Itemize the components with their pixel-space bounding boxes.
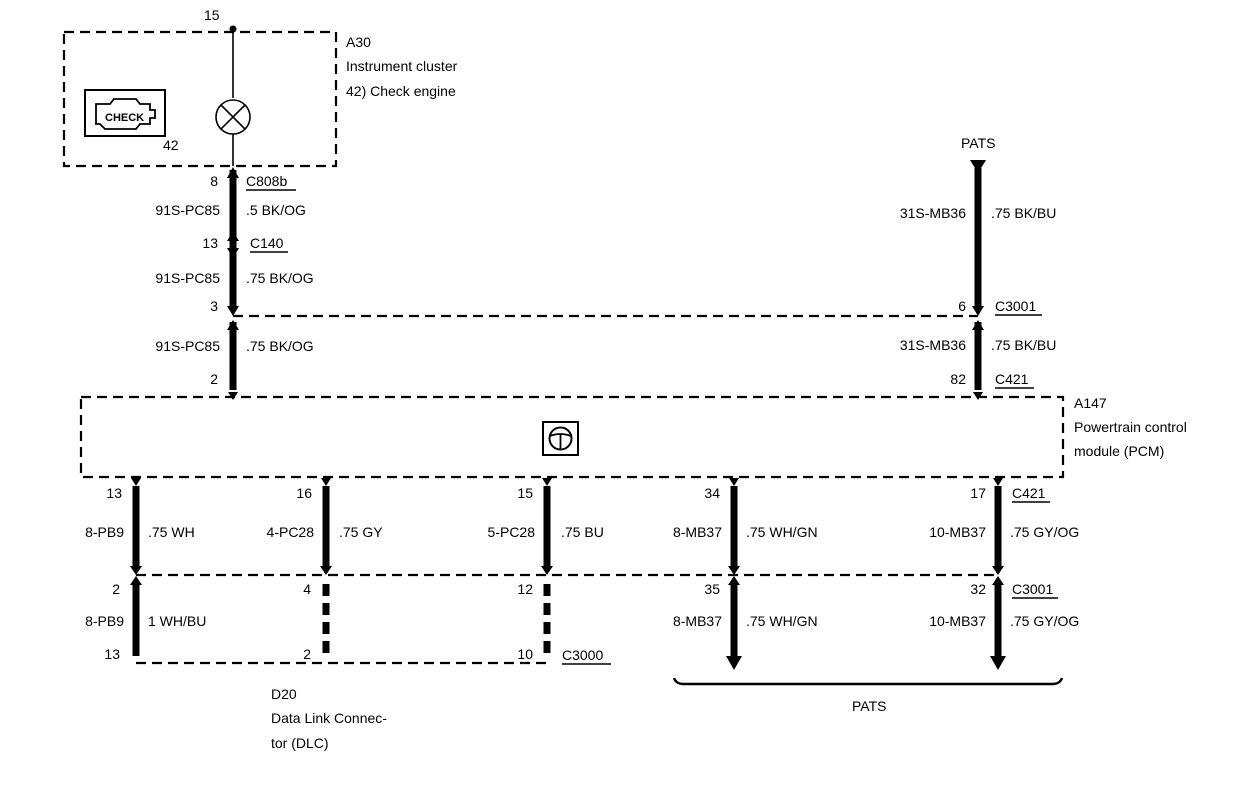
lamp-bulb-icon	[215, 99, 251, 135]
conn-c808b: C808b	[246, 173, 287, 189]
cluster-ref: A30	[346, 34, 371, 50]
dlc-ref: D20	[271, 686, 297, 702]
right-seg1-circuit: 31S-MB36	[900, 205, 966, 221]
w5-circuit2: 10-MB37	[929, 613, 986, 629]
w4-circuit2: 8-MB37	[673, 613, 722, 629]
pcm-name-line1: Powertrain control	[1074, 419, 1187, 435]
w4-pcm-pin: 34	[704, 485, 720, 501]
pats-top-arrow	[970, 160, 986, 173]
w5-c3001-pin: 32	[970, 581, 986, 597]
bottom-wire-1: 13 8-PB9 .75 WH 2 8-PB9 1 WH/BU 13	[85, 478, 206, 662]
w4-gauge2: .75 WH/GN	[746, 613, 818, 629]
pats-bottom-label: PATS	[852, 698, 887, 714]
left-seg1-gauge: .5 BK/OG	[246, 202, 306, 218]
pats-top-label: PATS	[961, 135, 996, 151]
w5-conn-c421: C421	[1012, 485, 1046, 501]
dlc-name-line1: Data Link Connec-	[271, 710, 387, 726]
w1-gauge2: 1 WH/BU	[148, 613, 206, 629]
steering-wheel-icon	[542, 421, 579, 456]
right-seg2-circuit: 31S-MB36	[900, 337, 966, 353]
w5-conn-c3001: C3001	[1012, 581, 1053, 597]
pcm-name-line2: module (PCM)	[1074, 443, 1164, 459]
w3-circuit: 5-PC28	[488, 524, 536, 540]
conn-c3001-right: C3001	[995, 298, 1036, 314]
check-engine-icon-text: CHECK	[105, 112, 144, 124]
instrument-cluster-box	[62, 30, 338, 168]
conn-c140: C140	[250, 235, 284, 251]
w2-circuit: 4-PC28	[267, 524, 315, 540]
pin-c421-right: 82	[950, 371, 966, 387]
w2-dlc-pin: 2	[303, 646, 311, 662]
right-wire: PATS 31S-MB36 .75 BK/BU 6 C3001 31S-MB36…	[900, 135, 1056, 400]
instrument-cluster-module: 15 42 CHECK A30 Instrument cluster 42) C…	[62, 7, 458, 168]
w1-c3001-pin: 2	[112, 581, 120, 597]
pcm-module: A147 Powertrain control module (PCM)	[79, 395, 1187, 479]
pats-bottom-bracket: PATS	[672, 677, 1064, 714]
left-seg1-circuit: 91S-PC85	[155, 202, 220, 218]
cluster-top-pin: 15	[204, 7, 220, 23]
lamp-pin-label: 42	[163, 137, 179, 153]
w1-dlc-pin: 13	[104, 646, 120, 662]
w3-pcm-pin: 15	[517, 485, 533, 501]
w2-c3001-pin: 4	[303, 581, 311, 597]
left-seg2-circuit: 91S-PC85	[155, 270, 220, 286]
left-seg2-gauge: .75 BK/OG	[246, 270, 314, 286]
w5-circuit: 10-MB37	[929, 524, 986, 540]
pin-c808b: 8	[210, 173, 218, 189]
left-wire: 8 C808b 91S-PC85 .5 BK/OG 13 C140 91S-PC…	[155, 167, 314, 400]
w5-gauge: .75 GY/OG	[1010, 524, 1079, 540]
conn-c3000: C3000	[562, 647, 603, 663]
dlc-label: D20 Data Link Connec- tor (DLC)	[271, 686, 387, 751]
w4-pats-arrow	[726, 656, 742, 670]
w1-circuit: 8-PB9	[85, 524, 124, 540]
cluster-name: Instrument cluster	[346, 58, 458, 74]
bottom-wire-2: 16 4-PC28 .75 GY 4 2	[267, 478, 383, 662]
dlc-name-line2: tor (DLC)	[271, 735, 329, 751]
w5-pcm-pin: 17	[970, 485, 986, 501]
pin-c3001-left: 3	[210, 298, 218, 314]
w1-pcm-pin: 13	[106, 485, 122, 501]
w3-dlc-pin: 10	[517, 646, 533, 662]
pin-pcm-left: 2	[210, 371, 218, 387]
w5-pats-arrow	[990, 656, 1006, 670]
pcm-box	[79, 395, 1065, 479]
right-seg1-gauge: .75 BK/BU	[991, 205, 1056, 221]
w4-circuit: 8-MB37	[673, 524, 722, 540]
w1-gauge: .75 WH	[148, 524, 195, 540]
pin-c3001-right: 6	[958, 298, 966, 314]
bottom-wire-3: 15 5-PC28 .75 BU 12 10 C3000	[488, 478, 611, 665]
w1-circuit2: 8-PB9	[85, 613, 124, 629]
pin-c140: 13	[202, 235, 218, 251]
w3-c3001-pin: 12	[517, 581, 533, 597]
check-engine-icon: CHECK	[84, 89, 166, 137]
left-seg3-gauge: .75 BK/OG	[246, 338, 314, 354]
w2-gauge: .75 GY	[339, 524, 383, 540]
left-seg3-circuit: 91S-PC85	[155, 338, 220, 354]
pcm-ref: A147	[1074, 395, 1107, 411]
bottom-wire-4: 34 8-MB37 .75 WH/GN 35 8-MB37 .75 WH/GN	[673, 478, 818, 670]
w3-gauge: .75 BU	[561, 524, 604, 540]
right-seg2-gauge: .75 BK/BU	[991, 337, 1056, 353]
cluster-sub: 42) Check engine	[346, 83, 456, 99]
w4-gauge: .75 WH/GN	[746, 524, 818, 540]
w2-pcm-pin: 16	[296, 485, 312, 501]
bottom-wire-5: 17 C421 10-MB37 .75 GY/OG 32 C3001 10-MB…	[929, 478, 1079, 670]
w4-c3001-pin: 35	[704, 581, 720, 597]
conn-c421-right: C421	[995, 371, 1029, 387]
w5-gauge2: .75 GY/OG	[1010, 613, 1079, 629]
